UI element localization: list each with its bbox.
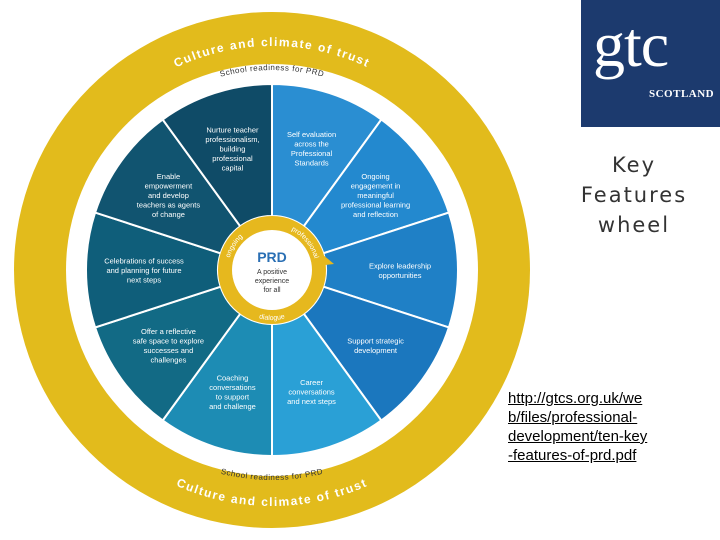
wheel-segment-label-line: and challenge — [209, 402, 256, 411]
wheel-segment-label-line: Coaching — [217, 373, 249, 382]
wheel-segment-label-line: next steps — [127, 276, 161, 285]
center-arc-label-dialogue: dialogue — [258, 313, 285, 322]
wheel-segment-label-line: development — [354, 346, 398, 355]
source-url-line[interactable]: http://gtcs.org.uk/we — [508, 390, 643, 407]
wheel-segment-label-line: meaningful — [357, 191, 394, 200]
wheel-segment-label-line: Career — [300, 378, 323, 387]
wheel-segment-label-line: Celebrations of success — [104, 257, 184, 266]
wheel-segment-label-line: empowerment — [145, 181, 193, 190]
wheel-segment-label-line: Nurture teacher — [206, 125, 259, 134]
title-line: Features — [580, 183, 688, 207]
wheel-segment-label-line: across the — [294, 140, 329, 149]
wheel-segment-label-line: professional — [212, 154, 253, 163]
center-title: PRD — [257, 249, 287, 265]
wheel-segment-label-line: Support strategic — [347, 336, 404, 345]
wheel-segment-label-line: and next steps — [287, 397, 336, 406]
wheel-segment-label-line: professionalism, — [205, 135, 259, 144]
prd-wheel-diagram: Culture and climate of trust Culture and… — [14, 12, 530, 528]
wheel-segment-label-line: professional learning — [341, 200, 410, 209]
wheel-segment-label-line: successes and — [144, 346, 194, 355]
wheel-segment-label-line: to support — [216, 392, 250, 401]
center-line-1: A positive — [257, 269, 287, 276]
logo-wordmark: gtc — [593, 9, 669, 80]
wheel-segment-label-line: opportunities — [379, 271, 422, 280]
wheel-segment-label-line: of change — [152, 210, 185, 219]
wheel-segment-label-line: Explore leadership — [369, 261, 431, 270]
wheel-segment-label-line: and planning for future — [106, 266, 181, 275]
wheel-segment-label-line: capital — [222, 163, 244, 172]
wheel-segment-label-line: Standards — [294, 159, 328, 168]
gtc-scotland-logo: gtc SCOTLAND — [581, 0, 720, 127]
wheel-segment-label-line: engagement in — [351, 181, 401, 190]
wheel-segment-label-line: Enable — [157, 172, 180, 181]
source-url-line[interactable]: b/files/professional- — [508, 409, 638, 426]
wheel-segment-label-line: challenges — [151, 355, 187, 364]
wheel-segment-label-line: and reflection — [353, 210, 398, 219]
source-url-line[interactable]: -features-of-prd.pdf — [508, 447, 637, 464]
page-title: Key Features wheel — [566, 150, 702, 240]
logo-subtitle: SCOTLAND — [649, 88, 715, 100]
wheel-segment-label-line: conversations — [209, 383, 256, 392]
wheel-segment-label-line: building — [220, 144, 246, 153]
wheel-segment-label-line: Offer a reflective — [141, 327, 196, 336]
title-line: wheel — [597, 213, 671, 237]
center-line-3: for all — [263, 287, 281, 294]
wheel-segment-label-line: and develop — [148, 191, 189, 200]
wheel-segment-label-line: safe space to explore — [133, 336, 204, 345]
wheel-segment-label-line: Professional — [291, 149, 333, 158]
wheel-segment-label-line: conversations — [288, 388, 335, 397]
title-line: Key — [611, 153, 657, 177]
source-url-line[interactable]: development/ten-key — [508, 428, 648, 445]
center-circle — [232, 230, 312, 310]
source-url-link[interactable]: http://gtcs.org.uk/we b/files/profession… — [508, 389, 688, 465]
center-line-2: experience — [255, 278, 289, 285]
wheel-segment-label-line: Self evaluation — [287, 130, 336, 139]
wheel-segment-label-line: Ongoing — [361, 172, 389, 181]
center-arrow-head — [316, 254, 334, 266]
wheel-segment-label-line: teachers as agents — [137, 200, 201, 209]
